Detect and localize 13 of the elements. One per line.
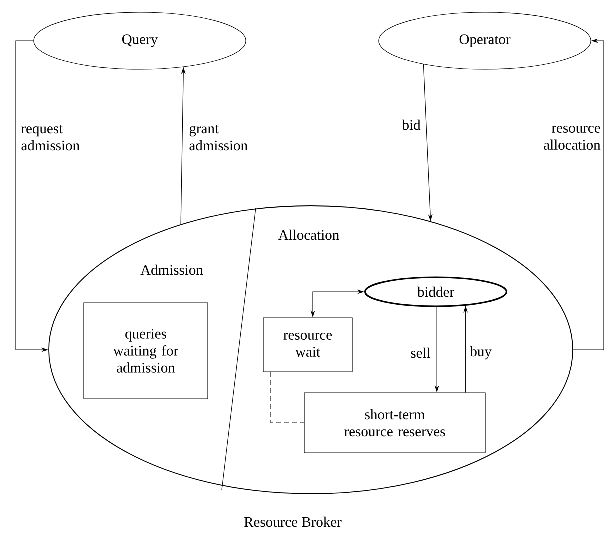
edge-label: bid	[402, 120, 421, 130]
ellipse-node: bidder	[364, 276, 508, 308]
ellipse-node: Query	[34, 12, 246, 70]
process-box: resource wait	[263, 318, 353, 372]
edge-label: sell	[411, 348, 431, 358]
node-label: Resource Broker	[244, 516, 342, 528]
edge-label: buy	[470, 346, 492, 360]
edge-label: request admission	[22, 125, 80, 151]
ellipse-node: Operator	[378, 12, 592, 70]
edge-label: resource allocation	[544, 126, 601, 150]
process-box: queries waiting for admission	[84, 302, 208, 400]
edge-label: grant admission	[190, 125, 248, 151]
process-box: short-term resource reserves	[304, 392, 486, 454]
